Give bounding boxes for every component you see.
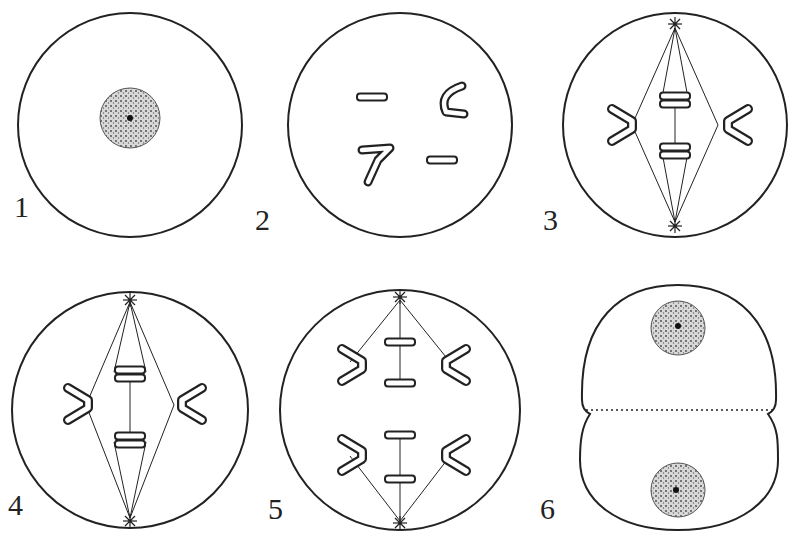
stage-number: 6	[540, 494, 555, 524]
stage-number: 4	[8, 490, 23, 520]
stage-number: 2	[255, 205, 270, 235]
stage-number: 3	[543, 205, 558, 235]
stage-number: 1	[14, 192, 29, 222]
stage-number: 5	[268, 494, 283, 524]
